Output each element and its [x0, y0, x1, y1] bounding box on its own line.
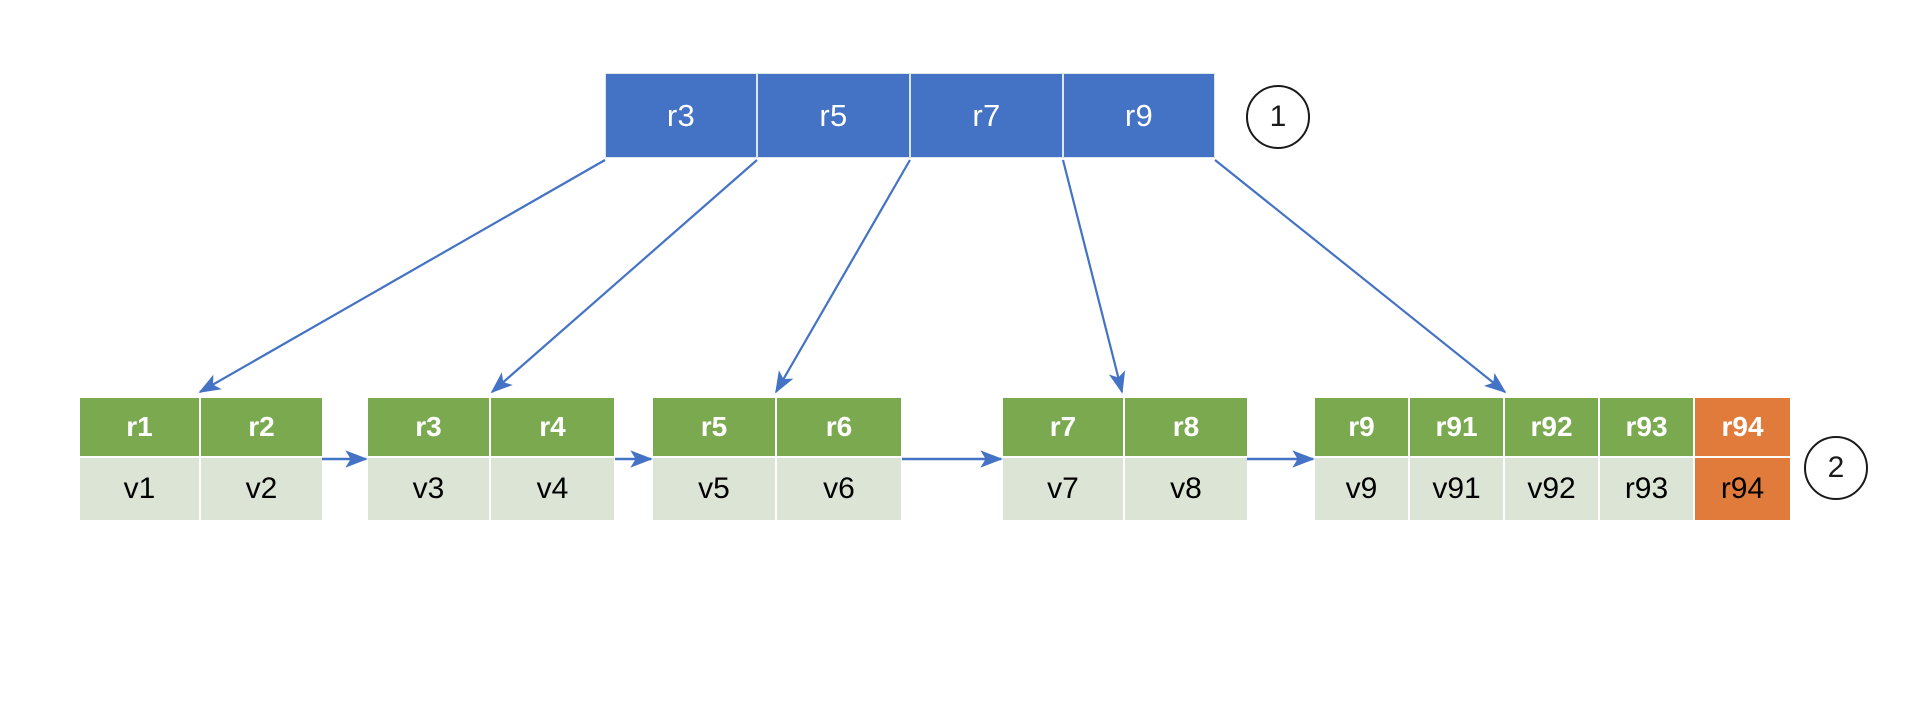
leaf-key-cell[interactable]: r3	[368, 398, 491, 456]
leaf-key-cell[interactable]: r5	[653, 398, 777, 456]
leaf-key-cell-overflow[interactable]: r94	[1695, 398, 1790, 456]
leaf-value-cell[interactable]: v3	[368, 458, 491, 520]
leaf-node-4: r7 r8 v7 v8	[1003, 398, 1247, 520]
leaf-value-cell[interactable]: v7	[1003, 458, 1125, 520]
leaf-value-cell[interactable]: v9	[1315, 458, 1410, 520]
leaf-value-row: v5 v6	[653, 458, 901, 520]
internal-node-cell[interactable]: r5	[757, 73, 910, 158]
leaf-value-cell[interactable]: v1	[80, 458, 201, 520]
leaf-key-row: r9 r91 r92 r93 r94	[1315, 398, 1790, 456]
leaf-key-cell[interactable]: r92	[1505, 398, 1600, 456]
leaf-node-3: r5 r6 v5 v6	[653, 398, 901, 520]
internal-node-cell[interactable]: r3	[605, 73, 757, 158]
leaf-key-row: r1 r2	[80, 398, 322, 456]
leaf-key-cell[interactable]: r93	[1600, 398, 1695, 456]
leaf-value-row: v3 v4	[368, 458, 614, 520]
leaf-key-cell[interactable]: r6	[777, 398, 901, 456]
leaf-value-cell[interactable]: v5	[653, 458, 777, 520]
leaf-node-1: r1 r2 v1 v2	[80, 398, 322, 520]
leaf-key-cell[interactable]: r91	[1410, 398, 1505, 456]
pointer-arrows	[198, 159, 1507, 394]
leaf-key-cell[interactable]: r7	[1003, 398, 1125, 456]
leaf-value-cell[interactable]: v92	[1505, 458, 1600, 520]
leaf-key-row: r3 r4	[368, 398, 614, 456]
leaf-value-row: v9 v91 v92 r93 r94	[1315, 458, 1790, 520]
internal-node: r3 r5 r7 r9	[605, 73, 1215, 158]
leaf-value-cell[interactable]: r93	[1600, 458, 1695, 520]
leaf-value-cell[interactable]: v2	[201, 458, 322, 520]
leaf-key-row: r5 r6	[653, 398, 901, 456]
callout-badge-1: 1	[1246, 85, 1310, 149]
leaf-key-cell[interactable]: r9	[1315, 398, 1410, 456]
leaf-node-5: r9 r91 r92 r93 r94 v9 v91 v92 r93 r94	[1315, 398, 1790, 520]
pointer-arrow-root-to-leaf-1	[198, 159, 606, 393]
leaf-key-cell[interactable]: r4	[491, 398, 614, 456]
leaf-node-2: r3 r4 v3 v4	[368, 398, 614, 520]
callout-badge-2: 2	[1804, 436, 1868, 500]
leaf-value-row: v1 v2	[80, 458, 322, 520]
pointer-arrow-root-to-leaf-5	[1214, 159, 1507, 394]
internal-node-cell[interactable]: r7	[910, 73, 1063, 158]
pointer-arrow-root-to-leaf-2	[490, 159, 758, 394]
leaf-value-cell[interactable]: v6	[777, 458, 901, 520]
leaf-key-cell[interactable]: r8	[1125, 398, 1247, 456]
pointer-arrow-root-to-leaf-4	[1061, 159, 1126, 394]
leaf-value-cell[interactable]: v8	[1125, 458, 1247, 520]
leaf-key-cell[interactable]: r2	[201, 398, 322, 456]
leaf-key-cell[interactable]: r1	[80, 398, 201, 456]
leaf-value-row: v7 v8	[1003, 458, 1247, 520]
pointer-arrow-root-to-leaf-3	[775, 159, 911, 394]
leaf-value-cell-overflow[interactable]: r94	[1695, 458, 1790, 520]
leaf-value-cell[interactable]: v91	[1410, 458, 1505, 520]
leaf-value-cell[interactable]: v4	[491, 458, 614, 520]
leaf-key-row: r7 r8	[1003, 398, 1247, 456]
internal-node-cell[interactable]: r9	[1063, 73, 1215, 158]
